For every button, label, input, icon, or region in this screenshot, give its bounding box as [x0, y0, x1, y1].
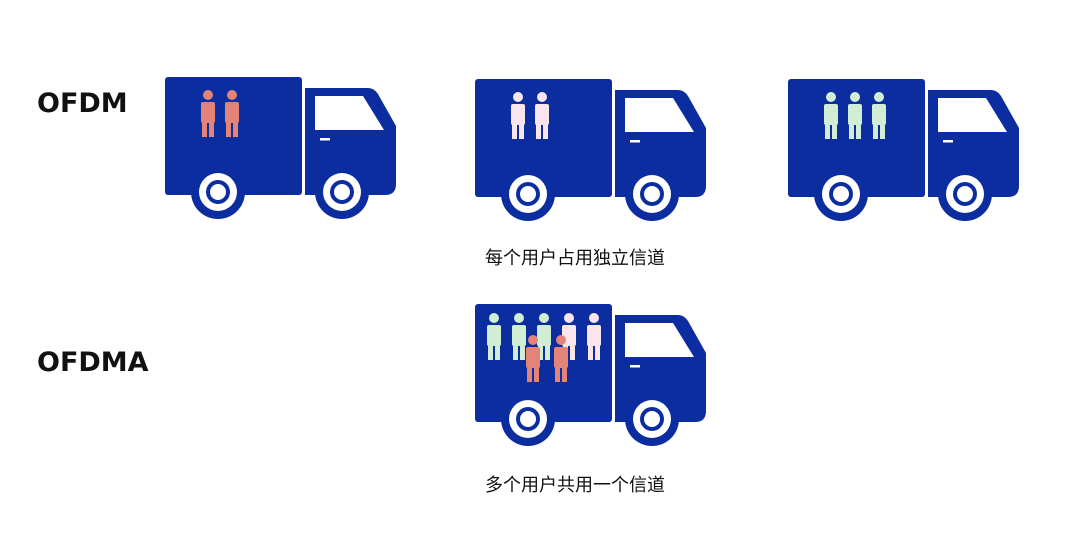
user-icon	[511, 92, 525, 139]
user-icon	[201, 90, 215, 137]
user-icon	[872, 92, 886, 139]
wheel-icon	[625, 167, 679, 221]
users-group	[201, 90, 239, 137]
user-icon	[537, 313, 551, 360]
users-group	[511, 92, 549, 139]
ofdm-label: OFDM	[37, 88, 128, 119]
user-icon	[554, 335, 568, 382]
ofdm-caption: 每个用户占用独立信道	[485, 248, 665, 269]
user-icon	[848, 92, 862, 139]
user-icon	[587, 313, 601, 360]
truck-ofdma-shared	[470, 299, 720, 449]
truck-window	[625, 323, 694, 357]
user-icon	[535, 92, 549, 139]
truck-icon	[788, 79, 1019, 221]
wheel-icon	[501, 392, 555, 446]
door-handle	[320, 138, 330, 141]
user-icon	[824, 92, 838, 139]
wheel-icon	[938, 167, 992, 221]
truck-icon	[165, 77, 396, 219]
truck-window	[315, 96, 384, 130]
truck-ofdm-user-white	[470, 74, 720, 224]
cargo-box	[475, 304, 612, 422]
wheel-icon	[501, 167, 555, 221]
truck-ofdm-user-red	[160, 72, 410, 222]
user-icon	[526, 335, 540, 382]
wheel-icon	[814, 167, 868, 221]
door-handle	[630, 140, 640, 143]
wheel-icon	[315, 165, 369, 219]
wheel-icon	[191, 165, 245, 219]
truck-icon	[475, 79, 706, 221]
user-icon	[225, 90, 239, 137]
truck-icon	[475, 304, 706, 446]
truck-window	[938, 98, 1007, 132]
ofdma-caption: 多个用户共用一个信道	[485, 475, 665, 496]
ofdma-label: OFDMA	[37, 347, 149, 378]
door-handle	[630, 365, 640, 368]
truck-ofdm-user-green	[783, 74, 1033, 224]
door-handle	[943, 140, 953, 143]
users-group	[824, 92, 886, 139]
truck-window	[625, 98, 694, 132]
wheel-icon	[625, 392, 679, 446]
user-icon	[512, 313, 526, 360]
users-group	[487, 313, 601, 382]
user-icon	[487, 313, 501, 360]
